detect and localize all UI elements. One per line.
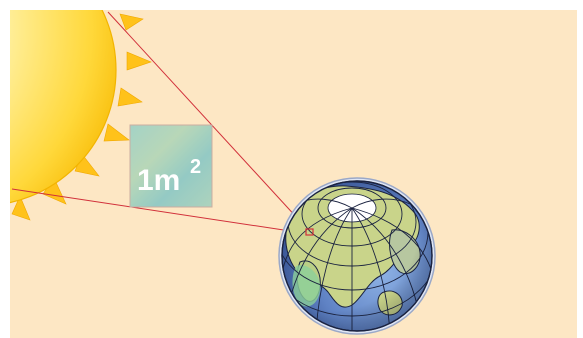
sun-ray-3	[117, 87, 143, 107]
ray-line-upper	[107, 11, 311, 233]
sun-ray-2	[126, 51, 152, 71]
sun-icon	[10, 10, 117, 204]
sun-ray-4	[103, 123, 130, 142]
earth-outline	[281, 180, 433, 332]
area-label: 1m	[137, 164, 180, 197]
area-panel: 1m 2	[129, 124, 213, 208]
sun-rays	[11, 13, 152, 221]
sun-ray-1	[119, 13, 144, 31]
sun-ray-7	[11, 195, 31, 221]
ray-line-lower	[11, 188, 311, 235]
earth-globe-icon	[278, 177, 436, 335]
earth-shading	[282, 181, 432, 331]
ray-lines	[11, 11, 311, 235]
area-square	[129, 124, 213, 208]
target-area-marker	[305, 228, 314, 236]
area-label-superscript: 2	[190, 156, 201, 178]
